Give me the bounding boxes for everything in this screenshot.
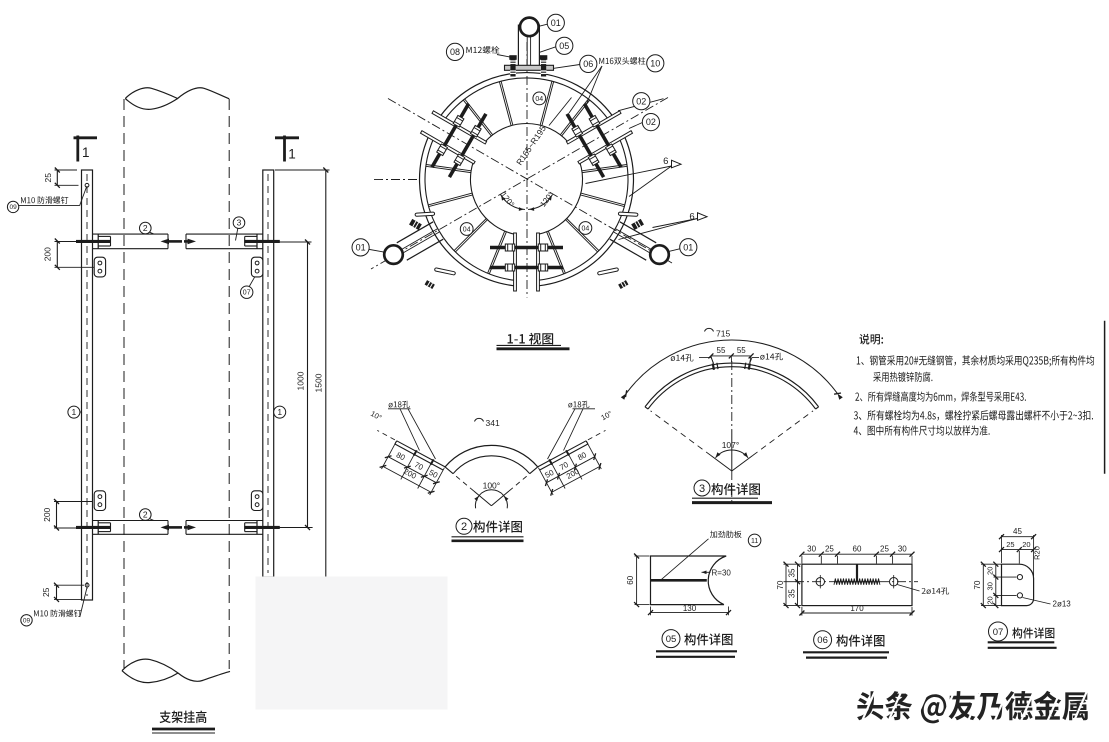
svg-text:70: 70: [973, 580, 982, 589]
svg-text:1500: 1500: [314, 373, 324, 392]
svg-text:05: 05: [559, 41, 569, 51]
svg-text:05: 05: [666, 634, 677, 645]
svg-text:09: 09: [9, 204, 17, 211]
svg-text:04: 04: [463, 226, 471, 233]
svg-text:35: 35: [787, 589, 796, 598]
svg-text:70: 70: [776, 580, 785, 589]
svg-text:20: 20: [985, 567, 994, 575]
svg-text:11: 11: [751, 538, 758, 545]
svg-text:25: 25: [825, 545, 834, 554]
svg-text:1: 1: [288, 147, 296, 162]
svg-text:20: 20: [985, 596, 994, 604]
svg-text:02: 02: [646, 117, 656, 127]
svg-text:100°: 100°: [483, 480, 501, 490]
svg-text:2: 2: [143, 510, 148, 520]
svg-text:07: 07: [243, 290, 251, 297]
svg-text:02: 02: [636, 96, 646, 106]
svg-text:01: 01: [551, 18, 561, 28]
svg-text:07: 07: [993, 627, 1004, 638]
svg-text:20: 20: [1022, 540, 1030, 549]
svg-text:R=30: R=30: [712, 569, 732, 578]
svg-text:04: 04: [535, 96, 543, 103]
svg-text:60: 60: [626, 575, 635, 584]
svg-text:06: 06: [817, 635, 828, 646]
svg-text:55: 55: [737, 346, 746, 355]
svg-text:2: 2: [143, 223, 148, 233]
svg-text:341: 341: [486, 418, 500, 428]
svg-text:2: 2: [461, 521, 467, 533]
svg-text:60: 60: [853, 545, 862, 554]
svg-text:R20: R20: [1033, 546, 1042, 560]
svg-text:10: 10: [650, 59, 660, 69]
svg-text:3: 3: [699, 483, 705, 495]
svg-text:2ø13: 2ø13: [1053, 600, 1072, 609]
svg-text:25: 25: [1006, 540, 1014, 549]
svg-text:3: 3: [237, 218, 242, 228]
svg-text:04: 04: [582, 225, 590, 232]
svg-text:45: 45: [1013, 527, 1022, 536]
svg-text:09: 09: [23, 618, 31, 625]
svg-text:35: 35: [787, 568, 796, 577]
svg-text:1: 1: [72, 407, 77, 417]
svg-text:200: 200: [43, 247, 53, 261]
svg-text:25: 25: [43, 173, 53, 183]
svg-text:715: 715: [716, 329, 730, 339]
svg-text:01: 01: [683, 242, 693, 252]
svg-text:130: 130: [683, 604, 697, 613]
svg-text:25: 25: [880, 545, 889, 554]
svg-text:55: 55: [717, 346, 726, 355]
svg-text:08: 08: [450, 47, 460, 57]
svg-text:170: 170: [850, 604, 864, 613]
svg-text:25: 25: [41, 587, 51, 597]
svg-text:30: 30: [807, 545, 816, 554]
svg-text:200: 200: [42, 507, 52, 521]
svg-text:30: 30: [985, 582, 994, 590]
svg-text:1000: 1000: [295, 371, 305, 390]
svg-text:1: 1: [82, 145, 90, 160]
svg-text:30: 30: [898, 545, 907, 554]
svg-text:01: 01: [356, 243, 366, 253]
svg-text:6: 6: [663, 156, 668, 167]
svg-text:107°: 107°: [722, 440, 740, 450]
svg-text:6: 6: [689, 212, 694, 223]
svg-text:06: 06: [583, 59, 593, 69]
svg-text:1: 1: [277, 407, 282, 417]
